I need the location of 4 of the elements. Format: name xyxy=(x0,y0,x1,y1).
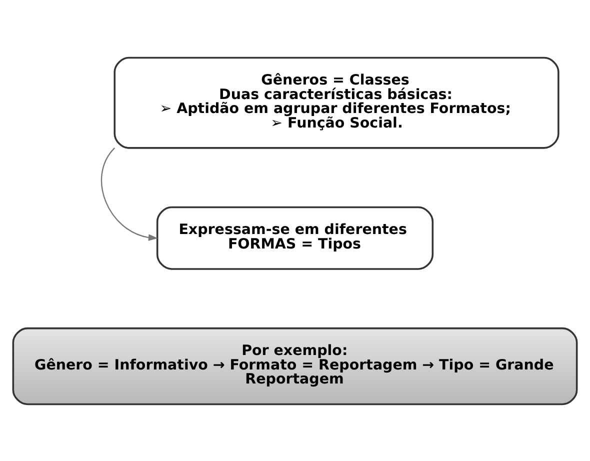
node-box: Gêneros = Classes Duas características básicas: ➢ Aptidão em agrupar diferentes Formatos; ➢ Função Social. xyxy=(114,56,560,148)
node-box: Por exemplo: Gênero = Informativo → Formato = Reportagem → Tipo = Grande Reportagem xyxy=(12,326,578,405)
arrow xyxy=(101,147,158,240)
node-box: Expressam-se em diferentes FORMAS = Tipos xyxy=(156,206,434,270)
